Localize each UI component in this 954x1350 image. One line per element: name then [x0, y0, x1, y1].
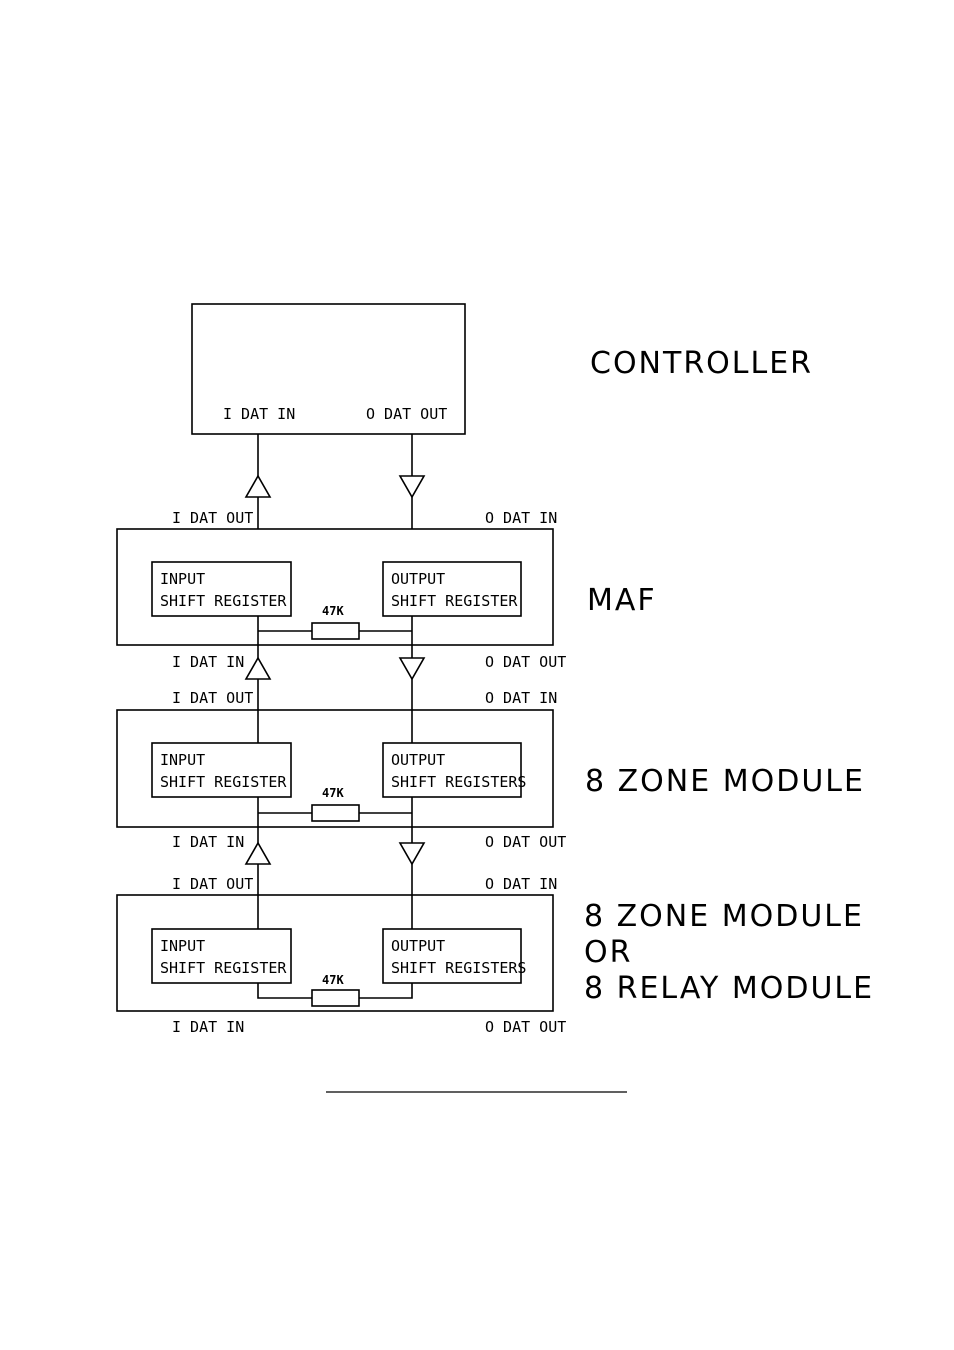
zone1-i-dat-in-label: I DAT IN [172, 833, 244, 851]
controller-o-dat-out-label: O DAT OUT [366, 405, 447, 423]
controller-box [191, 303, 466, 435]
zone2-i-dat-in-label: I DAT IN [172, 1018, 244, 1036]
zone1-input-register-line2: SHIFT REGISTER [160, 773, 287, 791]
zone2-input-shift-register [151, 928, 292, 984]
zone1-resistor-label: 47K [322, 786, 344, 800]
zone1-o-dat-in-label: O DAT IN [485, 689, 557, 707]
maf-output-register-line2: SHIFT REGISTER [391, 592, 518, 610]
zone2-output-register-line1: OUTPUT [391, 937, 445, 955]
zone1-output-buffer-down-triangle [398, 842, 426, 866]
maf-input-shift-register [151, 561, 292, 617]
zone1-resistor [311, 804, 360, 822]
zone2-title-line2: OR [584, 935, 632, 970]
controller-i-dat-in-label: I DAT IN [223, 405, 295, 423]
zone1-output-shift-registers [382, 742, 522, 798]
controller-title: CONTROLLER [590, 346, 813, 381]
input-buffer-up-triangle [244, 474, 272, 498]
maf-input-register-line2: SHIFT REGISTER [160, 592, 287, 610]
zone2-o-dat-in-label: O DAT IN [485, 875, 557, 893]
zone2-title-line3: 8 RELAY MODULE [584, 971, 874, 1006]
maf-resistor-label: 47K [322, 604, 344, 618]
maf-title: MAF [587, 583, 657, 618]
zone1-i-dat-out-label: I DAT OUT [172, 689, 253, 707]
zone2-o-dat-out-label: O DAT OUT [485, 1018, 566, 1036]
zone2-input-register-line1: INPUT [160, 937, 205, 955]
output-buffer-down-triangle [398, 475, 426, 499]
maf-input-register-line1: INPUT [160, 570, 205, 588]
zone2-resistor-label: 47K [322, 973, 344, 987]
maf-resistor [311, 622, 360, 640]
zone1-input-shift-register [151, 742, 292, 798]
maf-output-buffer-down-triangle [398, 657, 426, 681]
zone2-output-shift-registers [382, 928, 522, 984]
zone1-input-register-line1: INPUT [160, 751, 205, 769]
zone1-output-register-line2: SHIFT REGISTERS [391, 773, 526, 791]
zone2-title-line1: 8 ZONE MODULE [584, 899, 864, 934]
zone2-i-dat-out-label: I DAT OUT [172, 875, 253, 893]
maf-i-dat-out-label: I DAT OUT [172, 509, 253, 527]
zone2-output-register-line2: SHIFT REGISTERS [391, 959, 526, 977]
zone1-title: 8 ZONE MODULE [585, 764, 865, 799]
maf-o-dat-out-label: O DAT OUT [485, 653, 566, 671]
maf-output-register-line1: OUTPUT [391, 570, 445, 588]
zone2-resistor [311, 989, 360, 1007]
maf-output-shift-register [382, 561, 522, 617]
zone1-output-register-line1: OUTPUT [391, 751, 445, 769]
maf-i-dat-in-label: I DAT IN [172, 653, 244, 671]
zone1-o-dat-out-label: O DAT OUT [485, 833, 566, 851]
maf-o-dat-in-label: O DAT IN [485, 509, 557, 527]
maf-input-buffer-up-triangle [244, 656, 272, 680]
zone1-input-buffer-up-triangle [244, 841, 272, 865]
zone2-input-register-line2: SHIFT REGISTER [160, 959, 287, 977]
